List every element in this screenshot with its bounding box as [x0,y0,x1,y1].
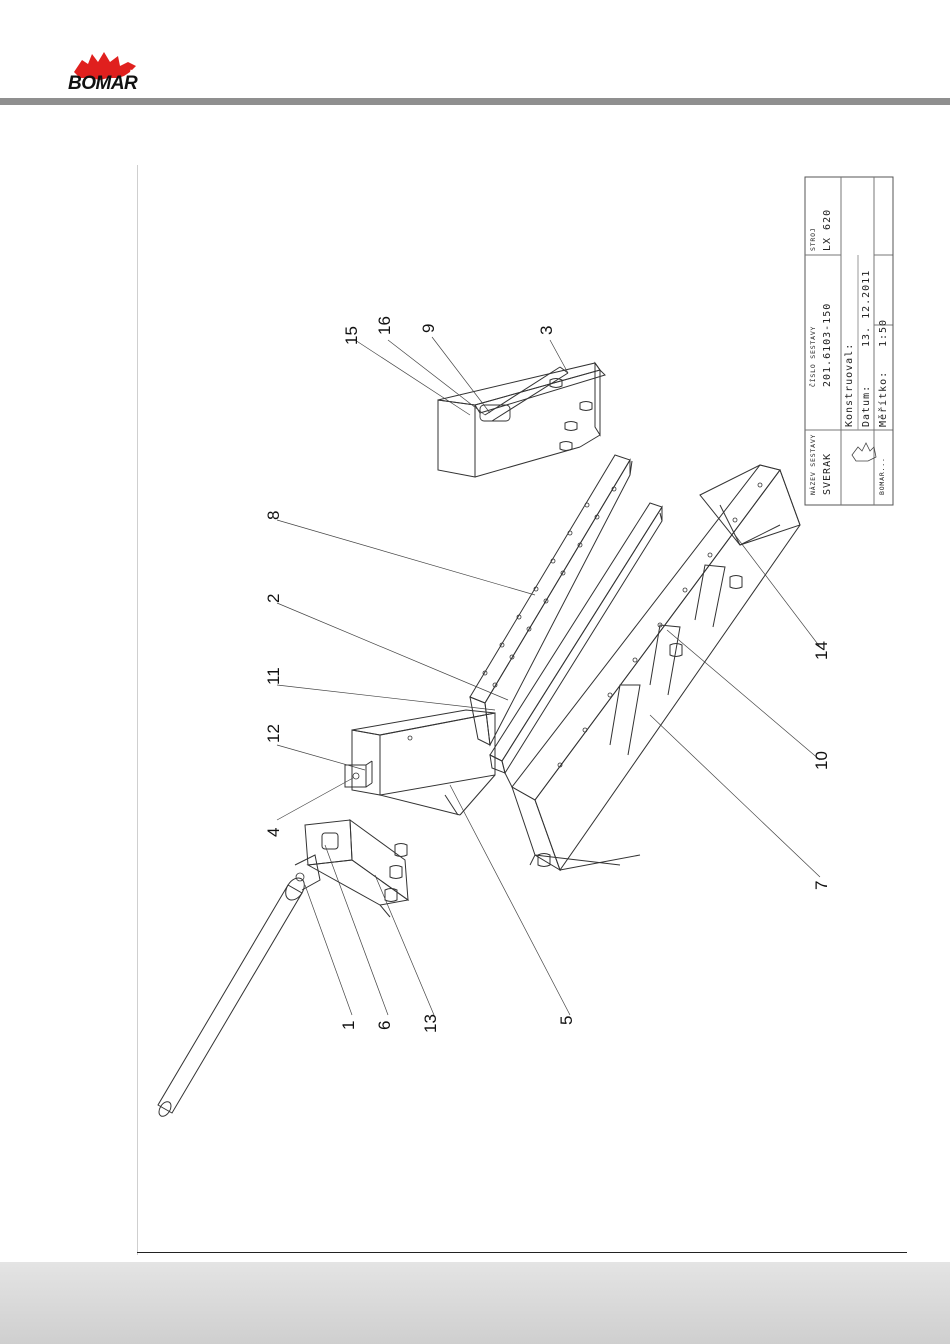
assembly-svg: NÁZEV SESTAVY SVERAK ČÍSLO SESTAVY 201.6… [140,165,910,1250]
title-block-machine-value: LX 620 [822,209,833,251]
callout-12: 12 [264,724,283,743]
part-1-pneumatic-cylinder [157,855,320,1118]
callout-1: 1 [339,1021,358,1030]
title-block-logo-icon [852,443,876,461]
frame-bottom-border [137,1252,907,1253]
callout-6: 6 [375,1021,394,1030]
title-block-scale-value: 1:50 [878,319,889,347]
part-3-end-bracket [438,363,605,477]
frame-left-border [137,165,138,1255]
part-labels: 15 16 9 3 8 2 11 12 4 1 6 13 5 7 10 14 [264,316,831,1033]
title-block: NÁZEV SESTAVY SVERAK ČÍSLO SESTAVY 201.6… [805,177,893,505]
title-block-date-label: Datum: [861,385,872,427]
callout-11: 11 [264,667,283,685]
callout-5: 5 [557,1016,576,1025]
brand-name: BOMAR [68,73,137,95]
part-6-cylinder-mount [305,820,408,917]
title-block-date-value: 13. 12.2011 [861,270,872,347]
title-block-logo-text: BOMAR... [878,457,886,495]
callout-3: 3 [537,326,556,335]
part-4-block [345,761,372,787]
header-rule [0,98,950,105]
title-block-number-caption: ČÍSLO SESTAVY [808,326,817,387]
callout-15: 15 [342,326,361,345]
page-header: BOMAR [0,0,950,110]
callout-7: 7 [812,881,831,890]
title-block-designer-label: Konstruoval: [844,343,855,427]
callout-10: 10 [812,751,831,770]
callout-9: 9 [419,324,438,333]
title-block-number-value: 201.6103-150 [822,303,833,387]
part-7-base-frame [512,465,800,870]
title-block-name-caption: NÁZEV SESTAVY [808,434,817,495]
exploded-assembly-drawing: NÁZEV SESTAVY SVERAK ČÍSLO SESTAVY 201.6… [140,165,910,1250]
leader-lines [277,337,820,1015]
title-block-scale-label: Měřítko: [877,371,889,427]
callout-8: 8 [264,511,283,520]
callout-16: 16 [375,316,394,335]
callout-2: 2 [264,594,283,603]
callout-14: 14 [812,641,831,660]
part-5-clamp-plate [352,710,495,815]
callout-13: 13 [421,1014,440,1033]
footer-band [0,1262,950,1344]
title-block-name-value: SVERAK [822,453,833,495]
callout-4: 4 [264,828,283,837]
title-block-machine-caption: STROJ [809,227,817,251]
